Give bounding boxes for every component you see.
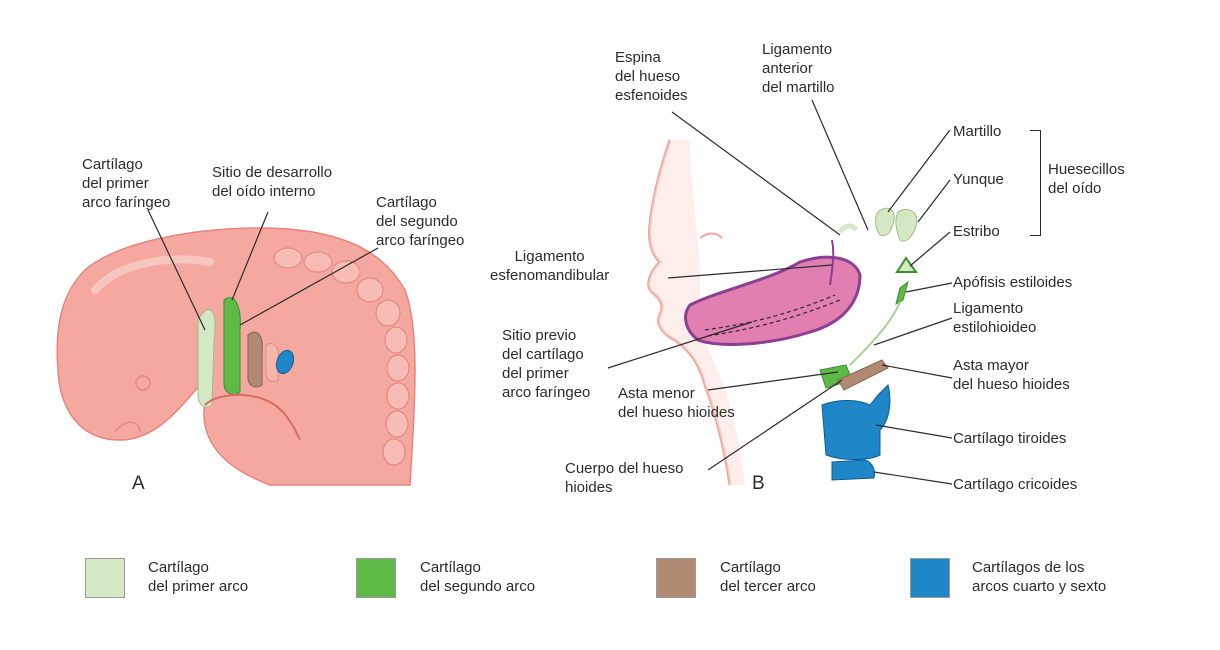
label-ligamento-estilohioideo: Ligamento estilohioideo — [953, 300, 1037, 336]
legend-text-cuarto-sexto: Cartílagos de los arcos cuarto y sexto — [972, 559, 1107, 595]
face-illustration — [607, 99, 953, 486]
arch-1-cartilage — [197, 309, 216, 408]
cricoid-cartilage — [831, 459, 875, 481]
embryo-illustration — [56, 209, 416, 486]
label-cartilago-tiroides: Cartílago tiroides — [953, 430, 1067, 447]
incus — [895, 209, 918, 242]
sphenoid-spine — [837, 223, 859, 234]
malleus — [875, 207, 895, 237]
legend-text-segundo-arco: Cartílago del segundo arco — [420, 559, 536, 595]
meckel-remnant-dashed — [704, 294, 836, 331]
sphenomandibular-ligament — [829, 239, 835, 286]
face-eye — [699, 232, 723, 239]
arch-4-shade — [265, 343, 279, 383]
hyoid-greater-horn — [837, 359, 889, 391]
label-ligamento-anterior-martillo: Ligamento anterior del martillo — [762, 41, 835, 96]
legend-swatch-segundo-arco — [356, 558, 396, 598]
embryo-eye — [135, 375, 151, 391]
legend-swatch-primer-arco — [85, 558, 125, 598]
huesecillos-bracket — [1030, 130, 1041, 236]
legend-swatch-tercer-arco — [656, 558, 696, 598]
panel-a-leader-lines — [147, 209, 379, 331]
label-cartilago-cricoides: Cartílago cricoides — [953, 476, 1078, 493]
label-sitio-oido-interno: Sitio de desarrollo del oído interno — [212, 164, 333, 200]
embryo-head-shading — [91, 255, 214, 294]
embryo-somites — [273, 247, 410, 466]
panel-b-leader-lines — [607, 99, 953, 485]
embryo-heart-area — [204, 393, 301, 441]
label-cartilago-segundo-arco-a: Cartílago del segundo arco faríngeo — [376, 194, 465, 249]
label-ligamento-esfenomandibular: Ligamento esfenomandibular — [490, 248, 610, 284]
label-asta-menor: Asta menor del hueso hioides — [618, 385, 735, 421]
label-sitio-previo: Sitio previo del cartílago del primer ar… — [502, 327, 591, 401]
panel-a-letter: A — [132, 473, 145, 494]
stapes — [895, 256, 918, 273]
mandible-first-arch-site — [684, 255, 862, 346]
label-apofisis-estiloides: Apófisis estiloides — [953, 274, 1073, 291]
stylohyoid-ligament — [849, 301, 901, 366]
label-estribo: Estribo — [953, 223, 1000, 240]
arch-4-6-cartilage — [275, 349, 295, 375]
arch-3-cartilage — [247, 331, 263, 388]
arch-2-cartilage — [223, 297, 241, 395]
styloid-process — [895, 280, 909, 306]
panel-b-letter: B — [752, 473, 765, 494]
label-martillo: Martillo — [953, 123, 1002, 140]
label-asta-mayor: Asta mayor del hueso hioides — [953, 357, 1070, 393]
legend-text-primer-arco: Cartílago del primer arco — [148, 559, 249, 595]
label-espina-esfenoides: Espina del hueso esfenoides — [615, 49, 688, 104]
thyroid-cartilage — [821, 384, 891, 460]
label-huesecillos: Huesecillos del oído — [1048, 161, 1125, 197]
label-cartilago-primer-arco-a: Cartílago del primer arco faríngeo — [82, 156, 171, 211]
label-yunque: Yunque — [953, 171, 1004, 188]
label-cuerpo-hioides: Cuerpo del hueso hioides — [565, 460, 684, 496]
legend-swatch-cuarto-sexto — [910, 558, 950, 598]
embryo-mouth-fold — [114, 421, 141, 433]
legend-text-tercer-arco: Cartílago del tercer arco — [720, 559, 816, 595]
